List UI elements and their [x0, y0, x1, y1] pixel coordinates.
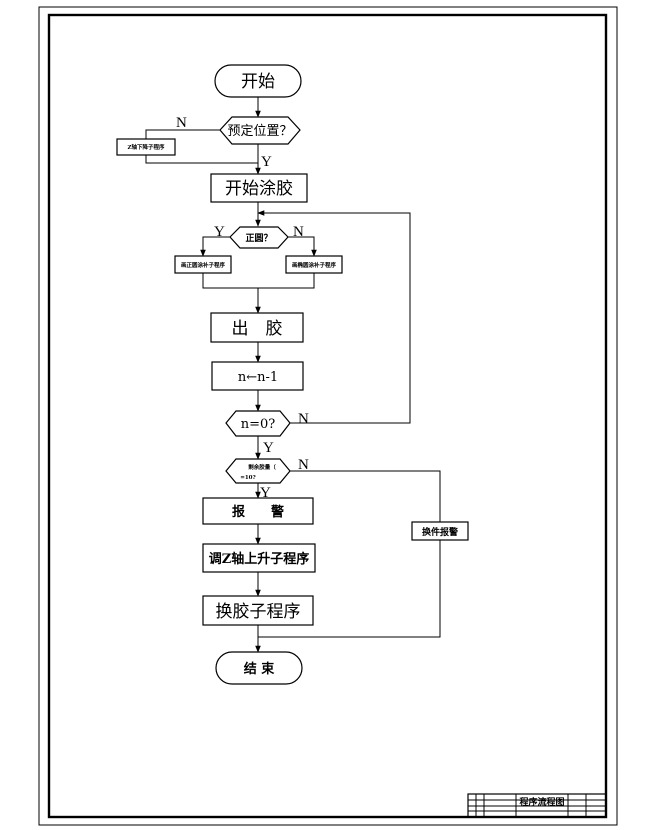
start-node: 开始 — [214, 64, 302, 98]
circle-subroutine: 画正圆涂补子程序 — [174, 255, 232, 274]
svg-text:出 胶: 出 胶 — [232, 319, 283, 339]
svg-text:结 束: 结 束 — [244, 661, 276, 677]
circle-no-label: N — [293, 224, 304, 240]
alarm-process: 报 警 — [202, 497, 314, 525]
svg-text:n=0?: n=0? — [241, 417, 276, 432]
title-block: 程序流程图 — [467, 793, 607, 818]
svg-text:开始: 开始 — [241, 72, 275, 92]
svg-text:=10?: =10? — [240, 475, 256, 481]
glue-yes-label: Y — [260, 485, 271, 501]
preset-yes-label: Y — [261, 154, 272, 170]
flow-lines — [145, 97, 441, 653]
inner-border — [47, 13, 608, 819]
svg-text:正圆？: 正圆？ — [245, 233, 272, 244]
preset-no-label: N — [176, 115, 187, 131]
start-gluing-process: 开始涂胶 — [210, 173, 308, 203]
svg-text:调Z轴上升子程序: 调Z轴上升子程序 — [209, 551, 310, 567]
svg-text:n←n-1: n←n-1 — [238, 370, 278, 385]
dispense-process: 出 胶 — [210, 312, 304, 343]
svg-text:报 警: 报 警 — [232, 504, 284, 520]
svg-text:换件报警: 换件报警 — [422, 526, 458, 538]
z-down-subroutine: Z轴下降子程序 — [116, 138, 176, 156]
n-zero-decision: n=0? — [225, 410, 291, 437]
remaining-glue-decision: 剩余胶量（ =10? — [225, 458, 291, 484]
change-glue-subroutine: 换胶子程序 — [202, 595, 314, 626]
svg-text:剩余胶量（: 剩余胶量（ — [248, 463, 276, 471]
z-up-subroutine: 调Z轴上升子程序 — [202, 543, 316, 573]
svg-text:开始涂胶: 开始涂胶 — [225, 179, 293, 199]
ellipse-subroutine: 画椭圆涂补子程序 — [285, 255, 343, 274]
n-zero-yes-label: Y — [263, 440, 274, 456]
svg-text:Z轴下降子程序: Z轴下降子程序 — [127, 143, 165, 151]
svg-text:画椭圆涂补子程序: 画椭圆涂补子程序 — [292, 261, 337, 269]
counter-process: n←n-1 — [211, 361, 304, 391]
svg-text:换胶子程序: 换胶子程序 — [216, 602, 301, 622]
preset-position-decision: 预定位置？ — [219, 116, 301, 145]
part-alarm-process: 换件报警 — [411, 521, 469, 541]
outer-border — [38, 6, 618, 826]
circle-decision: 正圆？ — [229, 226, 289, 249]
glue-no-label: N — [298, 457, 309, 473]
circle-yes-label: Y — [214, 224, 225, 240]
drawing-name: 程序流程图 — [519, 796, 564, 808]
svg-text:画正圆涂补子程序: 画正圆涂补子程序 — [181, 261, 226, 269]
n-zero-no-label: N — [298, 411, 309, 427]
end-node: 结 束 — [215, 651, 303, 685]
svg-text:预定位置？: 预定位置？ — [227, 124, 292, 139]
